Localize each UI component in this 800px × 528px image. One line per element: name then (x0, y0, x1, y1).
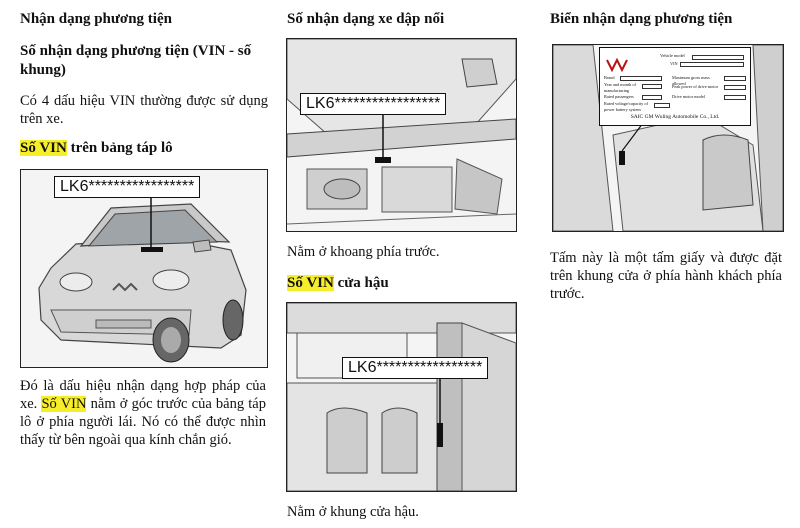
dashboard-vin-figure: LK6***************** (20, 169, 268, 368)
plate-heading: Biển nhận dạng phương tiện (550, 11, 733, 27)
tailgate-vin-figure: LK6***************** (286, 302, 517, 492)
plate-manufacturer: SAIC GM Wuling Automobile Co., Ltd. (630, 114, 720, 120)
plate-motor-model: Drive motor model (672, 94, 705, 99)
vehicle-id-plate: Vehicle model VIN Brand Maximum gross ma… (599, 47, 751, 126)
plate-rated-passengers: Rated passengers (604, 94, 634, 99)
tailgate-caption: Nằm ở khung cửa hậu. (287, 504, 419, 520)
plate-caption: Tấm này là một tấm giấy và được đặt trên… (550, 250, 782, 302)
plate-brand: Brand (604, 75, 615, 80)
vin-highlight: Số VIN (287, 275, 334, 291)
engine-bay-figure: LK6***************** (286, 38, 517, 232)
vin-subheading: Số nhận dạng phương tiện (VIN - số khung… (20, 43, 252, 78)
embossed-heading: Số nhận dạng xe dập nổi (287, 11, 445, 27)
dash-vin-title: Số VIN trên bảng táp lô (20, 139, 173, 158)
tailgate-title-rest: cửa hậu (333, 275, 389, 291)
plate-max-mass: Maximum gross mass allowed (672, 75, 710, 86)
tailgate-illustration (287, 303, 516, 491)
section-heading: Nhận dạng phương tiện (20, 11, 172, 27)
engine-vin-label: LK6***************** (300, 93, 447, 115)
plate-vehicle-model: Vehicle model (660, 53, 685, 58)
vin-highlight: Số VIN (20, 140, 67, 156)
engine-caption: Nằm ở khoang phía trước. (287, 244, 440, 260)
plate-manufacture-date: Year and month of manufacturing (604, 82, 636, 93)
dash-vin-description: Đó là dấu hiệu nhận dạng hợp pháp của xe… (20, 377, 266, 449)
vin-highlight-inline: Số VIN (41, 396, 87, 412)
wuling-logo (606, 57, 628, 74)
engine-bay-illustration (287, 39, 516, 225)
id-plate-figure: Vehicle model VIN Brand Maximum gross ma… (552, 44, 784, 232)
vin-intro-text: Có 4 dấu hiệu VIN thường được sử dụng tr… (20, 93, 268, 127)
door-frame-illustration (553, 45, 783, 231)
plate-battery-voltage: Rated voltage/capacity of power battery … (604, 101, 648, 112)
plate-vin: VIN (670, 61, 678, 66)
dash-vin-title-rest: trên bảng táp lô (66, 140, 173, 156)
car-front-illustration (38, 198, 247, 363)
plate-peak-power: Peak power of drive motor (672, 84, 719, 89)
dash-vin-label: LK6***************** (54, 176, 201, 198)
body-text-part2: nằm ở góc trước của bảng táp lô ở phía n… (20, 396, 266, 448)
tailgate-vin-label: LK6***************** (342, 357, 489, 379)
body-text-part1: Đó là dấu hiệu nhận dạng hợp pháp của xe… (20, 378, 266, 412)
tailgate-vin-title: Số VIN cửa hậu (287, 274, 389, 293)
